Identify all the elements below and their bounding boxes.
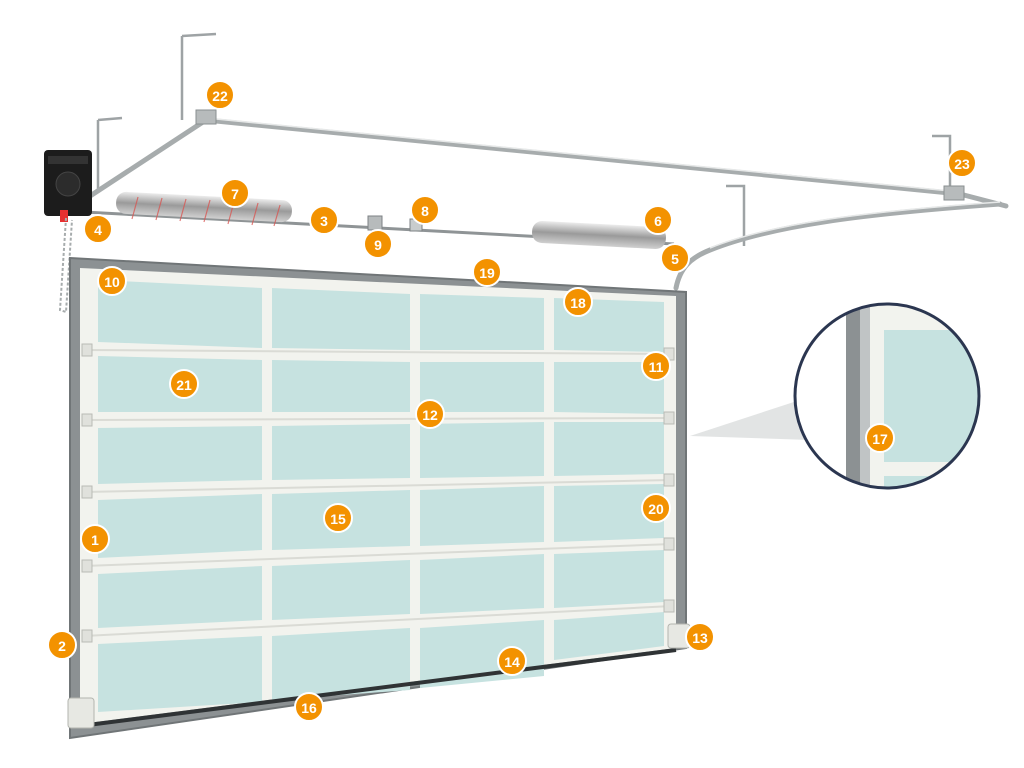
bottom-bracket-left (67, 697, 95, 729)
callout-label: 7 (231, 186, 239, 202)
callout-17[interactable]: 17 (865, 423, 895, 453)
callout-circle (363, 229, 393, 259)
callout-19[interactable]: 19 (472, 257, 502, 287)
callout-8[interactable]: 8 (410, 195, 440, 225)
ceiling-hangers (96, 32, 952, 246)
callout-label: 11 (649, 359, 664, 375)
callout-label: 19 (479, 265, 495, 281)
track-highlights (205, 117, 1001, 249)
callout-21[interactable]: 21 (169, 369, 199, 399)
callout-circle (415, 399, 445, 429)
callout-1[interactable]: 1 (80, 524, 110, 554)
hand-chain (58, 217, 73, 314)
callout-label: 12 (422, 407, 438, 423)
callout-label: 3 (320, 213, 328, 229)
callout-label: 9 (374, 237, 382, 253)
callout-15[interactable]: 15 (323, 503, 353, 533)
callout-label: 13 (692, 630, 708, 646)
callout-circle (97, 266, 127, 296)
callout-label: 18 (570, 295, 586, 311)
callout-label: 16 (301, 700, 317, 716)
callout-circle (643, 205, 673, 235)
detail-zoom (793, 302, 981, 490)
callout-circle (220, 178, 250, 208)
callout-circle (309, 205, 339, 235)
callout-label: 14 (504, 654, 520, 670)
callout-7[interactable]: 7 (220, 178, 250, 208)
callout-2[interactable]: 2 (47, 630, 77, 660)
callout-22[interactable]: 22 (205, 80, 235, 110)
callout-circle (323, 503, 353, 533)
section-joints (83, 349, 673, 637)
callout-label: 21 (176, 377, 192, 393)
hinges (81, 343, 675, 643)
callout-circle (563, 287, 593, 317)
callout-label: 20 (648, 501, 664, 517)
callout-label: 1 (91, 532, 99, 548)
callout-label: 10 (104, 274, 120, 290)
callout-14[interactable]: 14 (497, 646, 527, 676)
callout-9[interactable]: 9 (363, 229, 393, 259)
callout-16[interactable]: 16 (294, 692, 324, 722)
callout-label: 6 (654, 213, 662, 229)
callout-circle (865, 423, 895, 453)
callout-label: 5 (671, 251, 679, 267)
callout-circle (410, 195, 440, 225)
bottom-seal (79, 648, 677, 728)
callout-label: 2 (58, 638, 66, 654)
callout-circle (47, 630, 77, 660)
torsion-spring-left (116, 191, 292, 227)
callout-circle (497, 646, 527, 676)
spring-coupling (367, 215, 383, 231)
callout-circle (83, 214, 113, 244)
callout-label: 22 (212, 88, 228, 104)
callout-5[interactable]: 5 (660, 243, 690, 273)
callout-3[interactable]: 3 (309, 205, 339, 235)
torsion-spring-right (532, 221, 666, 249)
callout-circle (472, 257, 502, 287)
callout-4[interactable]: 4 (83, 214, 113, 244)
callout-13[interactable]: 13 (685, 622, 715, 652)
callout-18[interactable]: 18 (563, 287, 593, 317)
glass-panes (98, 280, 664, 712)
zoom-connector (690, 400, 810, 440)
callout-label: 8 (421, 203, 429, 219)
callout-circle (947, 148, 977, 178)
callout-circle (205, 80, 235, 110)
callout-circle (641, 493, 671, 523)
callout-circle (80, 524, 110, 554)
callout-6[interactable]: 6 (643, 205, 673, 235)
callout-circle (169, 369, 199, 399)
callout-circle (685, 622, 715, 652)
callout-20[interactable]: 20 (641, 493, 671, 523)
rear-bracket (943, 185, 965, 201)
callout-label: 4 (94, 222, 102, 238)
top-bracket (195, 109, 217, 125)
callout-11[interactable]: 11 (641, 351, 671, 381)
callout-circle (294, 692, 324, 722)
callout-circle (660, 243, 690, 273)
callout-23[interactable]: 23 (947, 148, 977, 178)
callout-10[interactable]: 10 (97, 266, 127, 296)
callout-circle (641, 351, 671, 381)
operator-motor (44, 150, 92, 222)
callout-label: 23 (954, 156, 970, 172)
callout-label: 17 (872, 431, 888, 447)
callout-label: 15 (330, 511, 346, 527)
callout-12[interactable]: 12 (415, 399, 445, 429)
